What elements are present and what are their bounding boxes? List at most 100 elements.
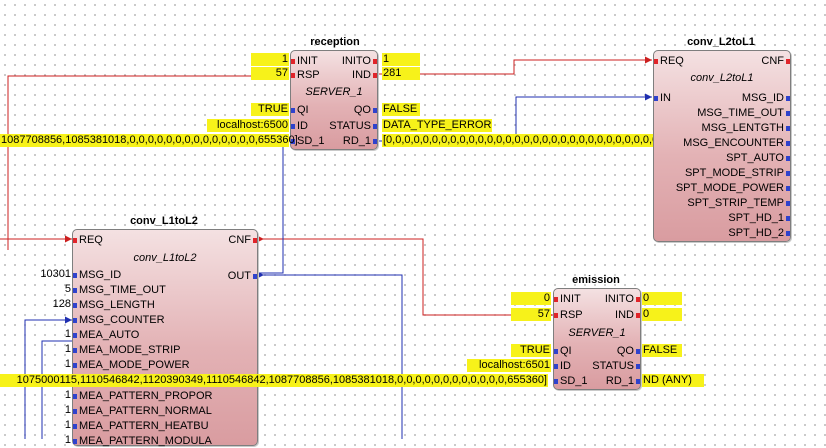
block-title-reception: reception — [310, 36, 360, 48]
value-id[interactable]: localhost:6501 — [467, 359, 551, 372]
data-output-marker — [253, 274, 257, 279]
data-input-marker — [73, 363, 77, 368]
pin-spt-strip-temp[interactable]: SPT_STRIP_TEMP — [687, 197, 784, 209]
value-init[interactable]: 1 — [251, 53, 289, 66]
pin-msg-lentgth[interactable]: MSG_LENTGTH — [701, 122, 784, 134]
pin-status[interactable]: STATUS — [329, 120, 371, 132]
data-input-marker — [73, 424, 77, 429]
pin-rsp[interactable]: RSP — [560, 309, 583, 321]
pin-spt-hd-2[interactable]: SPT_HD_2 — [728, 227, 784, 239]
pin-req[interactable]: REQ — [660, 55, 684, 67]
value-ind: 0 — [642, 308, 682, 321]
pin-msg-counter[interactable]: MSG_COUNTER — [79, 314, 165, 326]
pin-msg-id[interactable]: MSG_ID — [741, 92, 784, 104]
pin-sd1[interactable]: SD_1 — [297, 135, 325, 147]
value-rsp[interactable]: 57 — [251, 67, 289, 80]
data-output-marker — [373, 124, 377, 129]
value-mea-mode-power[interactable]: 1 — [64, 358, 71, 370]
pin-mea-pattern-propor[interactable]: MEA_PATTERN_PROPOR — [79, 390, 213, 402]
function-block-conv-l2tol1[interactable]: REQ CNF conv_L2toL1 IN MSG_ID MSG_TIME_O… — [653, 50, 791, 242]
pin-rd1[interactable]: RD_1 — [605, 375, 634, 387]
value-mea-pattern-heatbu[interactable]: 1 — [64, 419, 71, 431]
data-connection[interactable] — [41, 340, 72, 439]
value-id[interactable]: localhost:6500 — [207, 119, 289, 132]
pin-mea-mode-power[interactable]: MEA_MODE_POWER — [79, 359, 190, 371]
value-msg-id[interactable]: 10301 — [40, 268, 71, 280]
pin-spt-mode-power[interactable]: SPT_MODE_POWER — [675, 182, 784, 194]
data-output-marker — [786, 141, 790, 146]
pin-cnf[interactable]: CNF — [761, 55, 784, 67]
value-rsp[interactable]: 57 — [511, 308, 551, 321]
pin-sd1[interactable]: SD_1 — [560, 375, 588, 387]
pin-ind[interactable]: IND — [352, 69, 371, 81]
value-mea-mode-strip[interactable]: 1 — [64, 343, 71, 355]
pin-mea-pattern-normal[interactable]: MEA_PATTERN_NORMAL — [79, 405, 212, 417]
value-mea-auto[interactable]: 1 — [64, 328, 71, 340]
arrow-head-icon — [65, 316, 72, 324]
event-connection[interactable] — [7, 75, 288, 250]
pin-qi[interactable]: QI — [560, 345, 572, 357]
value-mea-pattern-normal[interactable]: 1 — [64, 404, 71, 416]
value-msg-time-out[interactable]: 5 — [64, 283, 71, 295]
pin-msg-time-out[interactable]: MSG_TIME_OUT — [697, 107, 784, 119]
value-mea-pattern-propor[interactable]: 1 — [64, 389, 71, 401]
pin-qo[interactable]: QO — [353, 104, 371, 116]
pin-msg-length[interactable]: MSG_LENGTH — [79, 299, 155, 311]
event-connection[interactable] — [377, 59, 652, 75]
data-input-marker — [291, 139, 295, 144]
pin-id[interactable]: ID — [560, 360, 571, 372]
value-mea-pattern-modula[interactable]: 1 — [64, 434, 71, 446]
pin-qo[interactable]: QO — [616, 345, 634, 357]
data-input-marker — [73, 394, 77, 399]
function-block-emission[interactable]: INIT RSP INITO IND SERVER_1 QI ID SD_1 Q… — [553, 288, 641, 390]
value-msg-length[interactable]: 128 — [52, 298, 71, 310]
pin-inito[interactable]: INITO — [604, 293, 634, 305]
event-output-marker — [373, 73, 377, 78]
data-output-marker — [786, 231, 790, 236]
pin-req[interactable]: REQ — [79, 234, 103, 246]
pin-id[interactable]: ID — [297, 120, 308, 132]
pin-cnf[interactable]: CNF — [228, 234, 251, 246]
block-type-label: conv_L1toL2 — [133, 252, 197, 264]
function-block-conv-l1tol2[interactable]: REQ CNF conv_L1toL2 MSG_ID OUT MSG_TIME_… — [72, 229, 258, 447]
event-connection[interactable] — [257, 238, 553, 316]
event-input-marker — [291, 73, 295, 78]
data-connection[interactable] — [257, 141, 284, 274]
value-qi[interactable]: TRUE — [251, 103, 289, 116]
pin-init[interactable]: INIT — [560, 293, 581, 305]
pin-rd1[interactable]: RD_1 — [342, 135, 371, 147]
pin-ind[interactable]: IND — [615, 309, 634, 321]
value-sd1[interactable]: 1087708856,1085381018,0,0,0,0,0,0,0,0,0,… — [0, 134, 298, 147]
pin-spt-mode-strip[interactable]: SPT_MODE_STRIP — [684, 167, 784, 179]
data-connection[interactable] — [24, 319, 72, 439]
pin-msg-encounter[interactable]: MSG_ENCOUNTER — [683, 137, 784, 149]
pin-inito[interactable]: INITO — [341, 55, 371, 67]
event-output-marker — [253, 238, 257, 243]
data-output-marker — [636, 364, 640, 369]
data-output-marker — [786, 96, 790, 101]
event-output-marker — [786, 59, 790, 64]
pin-msg-id[interactable]: MSG_ID — [79, 269, 122, 281]
data-output-marker — [786, 216, 790, 221]
pin-mea-mode-strip[interactable]: MEA_MODE_STRIP — [79, 344, 181, 356]
data-connection[interactable] — [257, 274, 403, 439]
pin-rsp[interactable]: RSP — [297, 69, 320, 81]
value-qi[interactable]: TRUE — [511, 344, 551, 357]
pin-msg-time-out[interactable]: MSG_TIME_OUT — [79, 284, 166, 296]
pin-spt-hd-1[interactable]: SPT_HD_1 — [728, 212, 784, 224]
value-inito: 0 — [642, 292, 682, 305]
event-input-marker — [73, 238, 77, 243]
pin-mea-pattern-heatbu[interactable]: MEA_PATTERN_HEATBU — [79, 420, 209, 432]
pin-spt-auto[interactable]: SPT_AUTO — [726, 152, 784, 164]
pin-mea-auto[interactable]: MEA_AUTO — [79, 329, 140, 341]
pin-qi[interactable]: QI — [297, 104, 309, 116]
pin-out[interactable]: OUT — [227, 270, 251, 282]
pin-in[interactable]: IN — [660, 92, 671, 104]
function-block-reception[interactable]: INIT RSP INITO IND SERVER_1 QI ID SD_1 Q… — [290, 50, 378, 150]
pin-status[interactable]: STATUS — [592, 360, 634, 372]
value-init[interactable]: 0 — [511, 292, 551, 305]
pin-init[interactable]: INIT — [297, 55, 318, 67]
data-input-marker — [73, 318, 77, 323]
arrow-head-icon — [65, 235, 72, 243]
pin-mea-pattern-modula[interactable]: MEA_PATTERN_MODULA — [79, 435, 212, 447]
